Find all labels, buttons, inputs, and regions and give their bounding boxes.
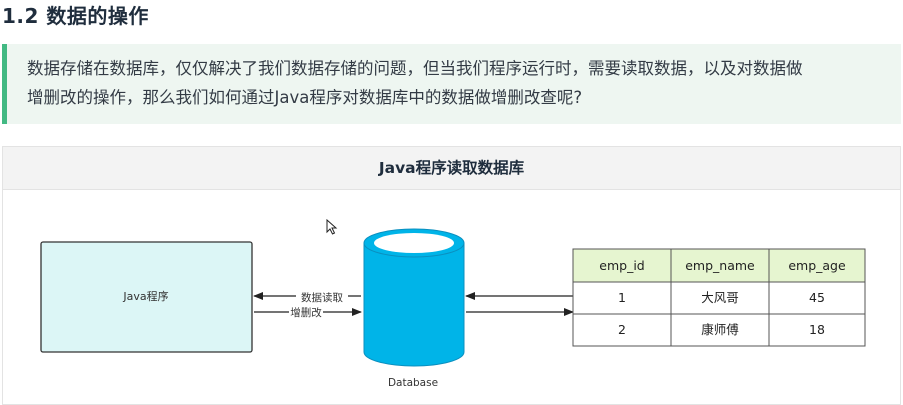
diagram-title: Java程序读取数据库	[3, 147, 900, 190]
table-cell: 18	[809, 322, 825, 337]
table-cell: 大风哥	[701, 290, 739, 305]
table-header-emp-id: emp_id	[599, 258, 644, 273]
java-app-box	[40, 241, 253, 353]
write-arrow-label: 增删改	[290, 306, 322, 319]
table-cell: 康师傅	[701, 322, 739, 337]
database-cylinder-icon	[363, 228, 465, 367]
table-header-emp-age: emp_age	[788, 258, 846, 273]
emp-table-border	[572, 248, 866, 347]
read-label-bg	[296, 290, 348, 303]
mouse-pointer-icon	[326, 219, 338, 235]
write-label-bg	[289, 306, 323, 319]
emp-table: emp_id emp_name emp_age 1 大风哥 45 2 康师傅 1…	[572, 248, 866, 347]
database-label: Database	[388, 377, 438, 389]
table-header-emp-name: emp_name	[685, 258, 755, 273]
java-app-label: Java程序	[122, 289, 168, 303]
table-cell: 2	[618, 322, 626, 337]
callout-note: 数据存储在数据库，仅仅解决了我们数据存储的问题，但当我们程序运行时，需要读取数据…	[2, 44, 901, 124]
callout-text-line-2: 增删改的操作，那么我们如何通过Java程序对数据库中的数据做增删改查呢?	[27, 88, 583, 107]
callout-text-line-1: 数据存储在数据库，仅仅解决了我们数据存储的问题，但当我们程序运行时，需要读取数据…	[27, 59, 803, 78]
read-arrow-label: 数据读取	[301, 291, 343, 304]
emp-table-header-bg	[573, 249, 865, 282]
table-cell: 1	[618, 290, 626, 305]
table-cell: 45	[809, 290, 825, 305]
section-heading: 1.2 数据的操作	[2, 4, 149, 28]
